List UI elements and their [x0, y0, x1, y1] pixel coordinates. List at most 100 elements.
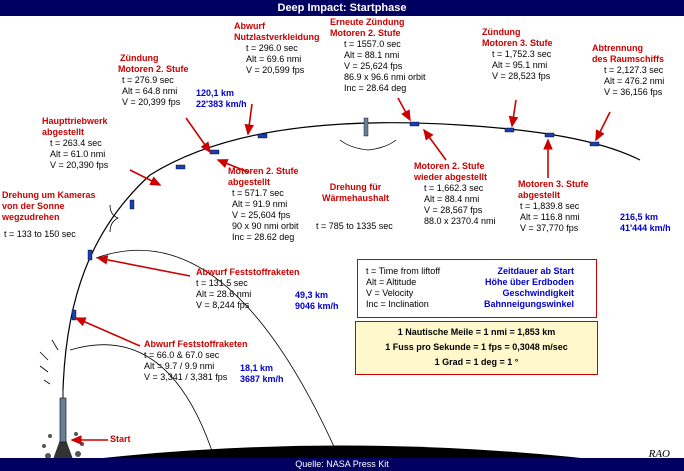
ign2-metric: 120,1 km 22'383 km/h: [196, 88, 247, 110]
tco-time: t = 1,839.8 sec: [520, 201, 580, 211]
meco-heading-2: abgestellt: [42, 127, 85, 137]
fairing-heading-1: Abwurf: [234, 21, 265, 31]
vehicle-rotating: [363, 117, 369, 137]
reign2-alt: Alt = 88.1 nmi: [344, 50, 400, 60]
seco2-orbit: 88.0 x 2370.4 nmi: [424, 216, 496, 226]
reign2-time: t = 1557.0 sec: [344, 39, 401, 49]
ign3-block: Zündung Motoren 3. Stufe t = 1,752.3 sec…: [482, 27, 553, 82]
meco-vel: V = 20,390 fps: [50, 160, 109, 170]
thermal-block: Drehung für Wärmehaushalt: [322, 182, 389, 204]
seco1-vel: V = 25,604 fps: [232, 210, 291, 220]
thermal-heading-1: Drehung für: [329, 182, 382, 192]
sep-vel: V = 36,156 fps: [604, 87, 663, 97]
rotation-time: t = 133 to 150 sec: [4, 229, 76, 239]
ign2-heading-1: Zündung: [120, 53, 159, 63]
fairing-heading-2: Nutzlastverkleidung: [234, 32, 320, 42]
legend-time: t = Time from liftoff: [366, 266, 441, 276]
seco2-vel: V = 28,567 fps: [424, 205, 483, 215]
meco-heading-1: Haupttriebwerk: [42, 116, 108, 126]
srb1-alt-km: 18,1 km: [240, 363, 274, 373]
ign2-block: Zündung Motoren 2. Stufe t = 276.9 sec A…: [118, 53, 189, 108]
rotation-brace: [109, 204, 119, 233]
legend-velocity-de: Geschwindigkeit: [502, 288, 575, 298]
sep-block: Abtrennung des Raumschiffs t = 2,127.3 s…: [592, 43, 664, 98]
sep-alt: Alt = 476.2 nmi: [604, 76, 665, 86]
conversion-box: 1 Nautische Meile = 1 nmi = 1,853 km 1 F…: [355, 321, 598, 375]
tco-alt-km: 216,5 km: [620, 212, 659, 222]
seco1-orbit: 90 x 90 nmi orbit: [232, 221, 299, 231]
tco-metric: 216,5 km 41'444 km/h: [620, 212, 671, 234]
rocket-on-pad: [59, 397, 67, 443]
conversion-deg: 1 Grad = 1 deg = 1 °: [434, 357, 519, 367]
seco2-time: t = 1,662.3 sec: [424, 183, 484, 193]
conversion-fps: 1 Fuss pro Sekunde = 1 fps = 0,3048 m/se…: [385, 342, 568, 352]
srb1-vel: V = 3,341 / 3,381 fps: [144, 372, 228, 382]
reign2-block: Erneute Zündung Motoren 2. Stufe t = 155…: [330, 17, 426, 94]
signature: RAO: [648, 448, 670, 460]
ign2-time: t = 276.9 sec: [122, 75, 174, 85]
vehicle-markers: [71, 121, 600, 321]
legend-velocity: V = Velocity: [366, 288, 414, 298]
legend-left: t = Time from liftoff Alt = Altitude V =…: [366, 266, 440, 310]
event-arrows: [70, 97, 611, 445]
tco-heading-1: Motoren 3. Stufe: [518, 179, 589, 189]
sep-heading-2: des Raumschiffs: [592, 54, 665, 64]
rotation-heading-3: wegzudrehen: [2, 212, 60, 222]
source-bar: Quelle: NASA Press Kit: [0, 458, 684, 471]
fairing-time: t = 296.0 sec: [246, 43, 298, 53]
ign3-vel: V = 28,523 fps: [492, 71, 551, 81]
ign3-alt: Alt = 95.1 nmi: [492, 60, 548, 70]
pad-rays: [39, 339, 59, 385]
srb1-block: Abwurf Feststoffraketen t = 66.0 & 67.0 …: [144, 339, 248, 383]
srb1-alt: Alt = 9.7 / 9.9 nmi: [144, 361, 215, 371]
legend-time-de: Zeitdauer ab Start: [497, 266, 575, 276]
meco-time: t = 263.4 sec: [50, 138, 102, 148]
seco2-heading-2: wieder abgestellt: [414, 172, 488, 182]
reign2-vel: V = 25,624 fps: [344, 61, 403, 71]
srb2-time: t = 131.5 sec: [196, 278, 248, 288]
srb2-metric: 49,3 km 9046 km/h: [295, 290, 339, 312]
srb2-block: Abwurf Feststoffraketen t = 131.5 sec Al…: [196, 267, 300, 311]
tco-block: Motoren 3. Stufe abgestellt t = 1,839.8 …: [518, 179, 589, 234]
legend-altitude: Alt = Altitude: [366, 277, 417, 287]
conversion-nmi: 1 Nautische Meile = 1 nmi = 1,853 km: [397, 327, 556, 337]
ign2-vel: V = 20,399 fps: [122, 97, 181, 107]
seco1-block: Motoren 2. Stufe abgestellt t = 571.7 se…: [228, 166, 299, 243]
seco1-alt: Alt = 91.9 nmi: [232, 199, 288, 209]
thermal-brace: [339, 139, 397, 151]
meco-block: Haupttriebwerk abgestellt t = 263.4 sec …: [42, 116, 108, 171]
legend-altitude-de: Höhe über Erdboden: [485, 277, 575, 287]
ign2-heading-2: Motoren 2. Stufe: [118, 64, 189, 74]
fairing-block: Abwurf Nutzlastverkleidung t = 296.0 sec…: [234, 21, 320, 76]
tco-vel: V = 37,770 fps: [520, 223, 579, 233]
seco2-alt: Alt = 88.4 nmi: [424, 194, 480, 204]
start-label: Start: [110, 434, 131, 444]
legend-inclination-de: Bahnneigungswinkel: [484, 299, 575, 309]
thermal-time: t = 785 to 1335 sec: [316, 221, 393, 231]
srb1-heading: Abwurf Feststoffraketen: [144, 339, 248, 349]
sep-time: t = 2,127.3 sec: [604, 65, 664, 75]
rotation-heading-1: Drehung um Kameras: [2, 190, 96, 200]
rotation-heading-2: von der Sonne: [2, 201, 65, 211]
legend-inclination: Inc = Inclination: [366, 299, 429, 309]
srb2-alt-km: 49,3 km: [295, 290, 329, 300]
tco-alt: Alt = 116.8 nmi: [520, 212, 580, 222]
ign2-v-kmh: 22'383 km/h: [196, 99, 247, 109]
srb2-v-kmh: 9046 km/h: [295, 301, 339, 311]
ign3-heading-1: Zündung: [482, 27, 521, 37]
legend-box: t = Time from liftoff Alt = Altitude V =…: [357, 259, 597, 318]
reign2-heading-2: Motoren 2. Stufe: [330, 28, 401, 38]
seco1-time: t = 571.7 sec: [232, 188, 284, 198]
rotation-block: Drehung um Kameras von der Sonne wegzudr…: [2, 190, 96, 240]
ign2-alt-km: 120,1 km: [196, 88, 235, 98]
seco1-heading-1: Motoren 2. Stufe: [228, 166, 299, 176]
thermal-heading-2: Wärmehaushalt: [322, 193, 390, 203]
seco1-inc: Inc = 28.62 deg: [232, 232, 295, 242]
ign2-alt: Alt = 64.8 nmi: [122, 86, 178, 96]
reign2-heading-1: Erneute Zündung: [330, 17, 405, 27]
sep-heading-1: Abtrennung: [592, 43, 643, 53]
ign3-time: t = 1,752.3 sec: [492, 49, 552, 59]
srb2-alt: Alt = 28.6 nmi: [196, 289, 252, 299]
srb2-vel: V = 8,244 fps: [196, 300, 250, 310]
fairing-vel: V = 20,599 fps: [246, 65, 305, 75]
